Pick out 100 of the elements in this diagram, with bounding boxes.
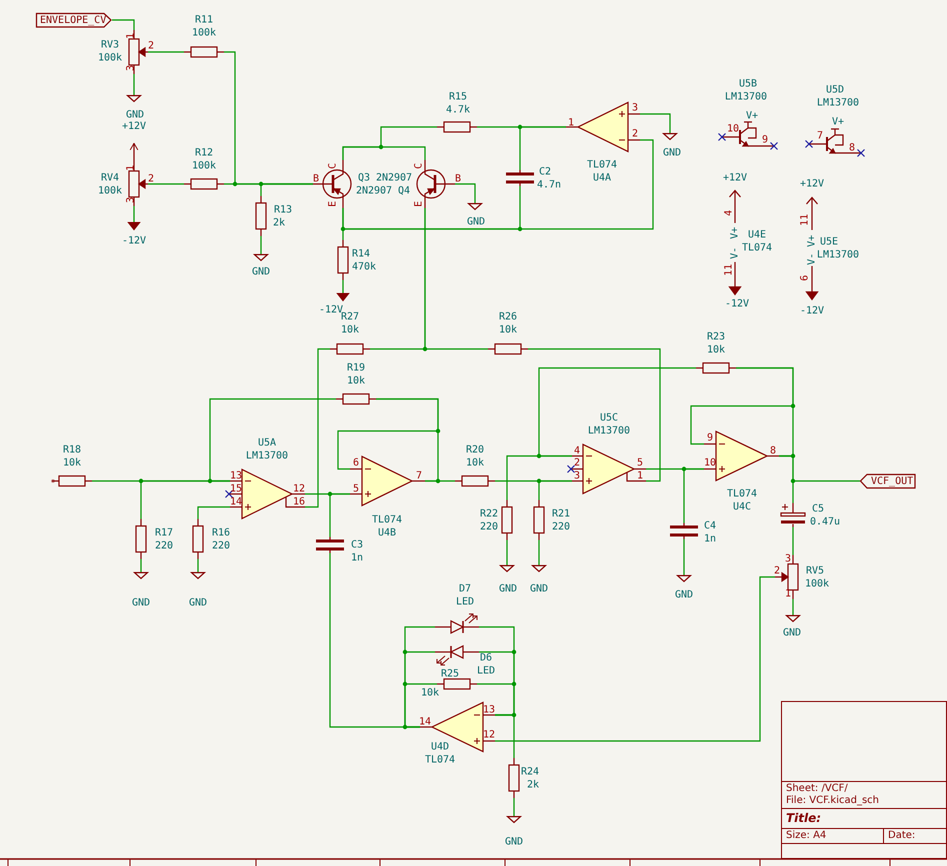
pin-number: 4 (724, 210, 734, 216)
net-name: ENVELOPE_CV (40, 14, 106, 27)
pin-number: C (414, 162, 424, 170)
component-label: TL074 (742, 242, 772, 254)
power-net-label: GND (252, 266, 270, 278)
wire (477, 683, 515, 716)
resistor-symbol (437, 679, 477, 689)
wire (519, 126, 566, 170)
pin-number: 5 (636, 458, 644, 468)
wire (140, 480, 230, 519)
ground-symbol (663, 133, 677, 140)
wire (112, 19, 135, 30)
component-label: U4C (732, 502, 752, 512)
wire (260, 183, 313, 196)
title-block-text: Sheet: /VCF/ (786, 783, 849, 795)
pin-number: 2 (632, 128, 638, 140)
component-label: R18 (62, 444, 82, 456)
pin-number: 1 (784, 588, 792, 600)
resistor-symbol (455, 476, 495, 486)
pin-number: 14 (418, 716, 432, 728)
net-name: VCF_OUT (871, 475, 914, 488)
wire (792, 527, 794, 555)
wire (337, 398, 439, 470)
component-label: 0.47u (810, 516, 840, 528)
component-label: U5A (258, 438, 276, 448)
component-label: R11 (194, 14, 214, 26)
wire (148, 51, 184, 53)
pin-number: 11 (800, 214, 810, 226)
component-label: RV3 (100, 40, 120, 50)
component-label: V+ (832, 116, 844, 128)
component-label: 100k (98, 52, 122, 64)
component-label: 220 (212, 540, 230, 552)
component-label: R17 (154, 528, 174, 538)
global-net-label (36, 13, 112, 28)
resistor-symbol (184, 179, 224, 189)
resistor-symbol (184, 47, 224, 57)
component-label: 220 (154, 540, 174, 552)
power-net-label: GND (530, 584, 548, 594)
power-supply-symbol (337, 293, 349, 301)
resistor-symbol (696, 363, 736, 373)
pin-number: 9 (762, 134, 768, 146)
component-label: 100k (192, 28, 216, 38)
component-label: LED (456, 596, 474, 608)
resistor-symbol (336, 394, 376, 404)
power-net-label: +12V (119, 121, 149, 143)
component-label: Q3 (358, 172, 370, 184)
wire (792, 599, 794, 615)
title-block-text: File: VCF.kicad_sch (786, 795, 880, 807)
component-label: R19 (346, 362, 366, 374)
component-label: R15 (448, 92, 468, 102)
ground-symbol (507, 816, 521, 823)
wire (538, 540, 540, 565)
component-label: 100k (804, 578, 830, 590)
component-label: LM13700 (724, 92, 768, 102)
title-block-text: Title: (786, 810, 822, 826)
capacitor-symbol (316, 537, 344, 553)
transistor-symbol (718, 120, 779, 150)
component-label: U4B (378, 528, 396, 538)
ground-symbol (532, 565, 546, 572)
wire (506, 540, 508, 565)
wire (528, 348, 661, 482)
pin-number: 3 (574, 470, 580, 482)
resistor-symbol (437, 122, 477, 132)
pin-name: V- (806, 252, 818, 266)
pin-number: E (328, 200, 338, 208)
opamp-symbol (350, 456, 425, 506)
wire (305, 348, 330, 508)
pin-number: 1 (636, 470, 644, 482)
wire (683, 539, 685, 575)
component-label: R23 (706, 332, 726, 342)
ground-symbol (254, 254, 268, 261)
wire (513, 798, 515, 816)
component-label: TL074 (726, 488, 758, 500)
component-label: 2N2907 (356, 186, 392, 196)
component-label: TL074 (424, 754, 456, 766)
component-label: LM13700 (246, 450, 288, 462)
component-label: R27 (340, 312, 360, 322)
wire (329, 493, 350, 537)
capacitor-symbol (506, 170, 534, 186)
component-label: C2 (538, 166, 552, 178)
component-label: LM13700 (816, 250, 860, 260)
wire (197, 506, 230, 519)
opamp-symbol (420, 702, 495, 752)
pin-number: 14 (230, 496, 242, 508)
component-label: U5C (600, 412, 618, 424)
component-label: R24 (520, 766, 540, 778)
component-label: 10k (340, 324, 360, 336)
pin-number: 3 (632, 102, 638, 114)
ground-symbol (786, 615, 800, 622)
wire (683, 468, 704, 523)
power-net-label: -12V (122, 236, 146, 246)
component-label: U5B (738, 78, 758, 90)
component-label: R20 (466, 444, 484, 456)
wire (342, 280, 344, 293)
pin-number: 2 (148, 40, 154, 52)
ground-symbol (677, 575, 691, 582)
resistor-symbol (136, 519, 146, 559)
opamp-symbol (572, 444, 646, 494)
led-symbol (435, 646, 479, 666)
resistor-symbol (509, 758, 519, 798)
